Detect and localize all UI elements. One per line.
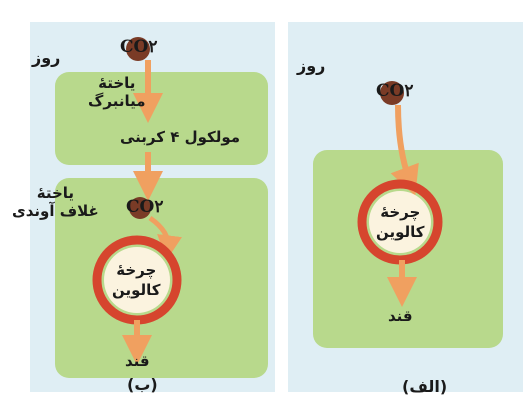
four-carbon-molecule-label: مولکول ۴ کربنی: [120, 128, 241, 146]
co2-ball-top-b: [126, 37, 150, 61]
co2-label-a: CO۲: [376, 81, 414, 101]
caption-a: (الف): [402, 377, 448, 396]
co2-to-calvin-a-arrow: [390, 104, 419, 197]
calvin-cycle-label-b: چرخهٔ کالوین: [112, 261, 161, 299]
sugar-label-a: قند: [388, 307, 413, 325]
co2-ball-inner-b: [129, 197, 151, 219]
sugar-label-b: قند: [125, 352, 150, 370]
co2-to-calvin-b-arrow: [148, 215, 182, 261]
co2-label-top-b: CO۲: [120, 37, 158, 57]
co2-ball-a: [380, 81, 404, 105]
day-label-a: روز: [297, 56, 326, 75]
calvin-cycle-center-a: [369, 191, 431, 253]
calvin-cycle-label-a: چرخهٔ کالوین: [376, 203, 425, 241]
co2-label-inner-b: CO۲: [126, 197, 164, 217]
caption-b: (ب): [127, 375, 158, 394]
day-label-b: روز: [32, 48, 61, 67]
bundle-sheath-cell-label: یاختهٔ غلاف آوندی: [12, 184, 99, 220]
calvin-cycle-center-b: [104, 247, 170, 313]
mesophyll-cell-label: یاختهٔ میانبرگ: [88, 74, 146, 110]
